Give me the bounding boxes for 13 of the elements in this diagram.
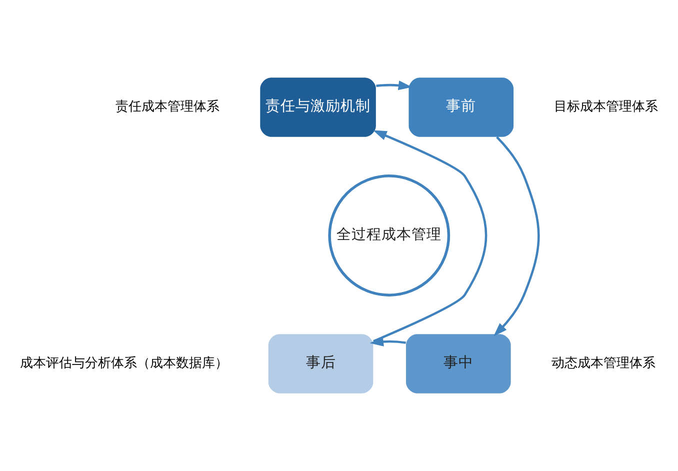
node-label: 成本评估与分析体系（成本数据库） [20,356,228,372]
node-label: 目标成本管理体系 [554,100,658,115]
node-box: 事前 [408,78,514,137]
arrow [376,80,412,90]
node-box: 责任与激励机制 [260,78,376,137]
node-box: 事后 [268,334,374,394]
arrow [370,336,406,346]
node-box: 事中 [406,334,511,394]
node-label: 责任成本管理体系 [116,100,220,115]
node-label: 动态成本管理体系 [551,356,656,372]
arrow [373,130,488,342]
node-circle: 全过程成本管理 [328,174,450,296]
arrow [494,136,540,336]
